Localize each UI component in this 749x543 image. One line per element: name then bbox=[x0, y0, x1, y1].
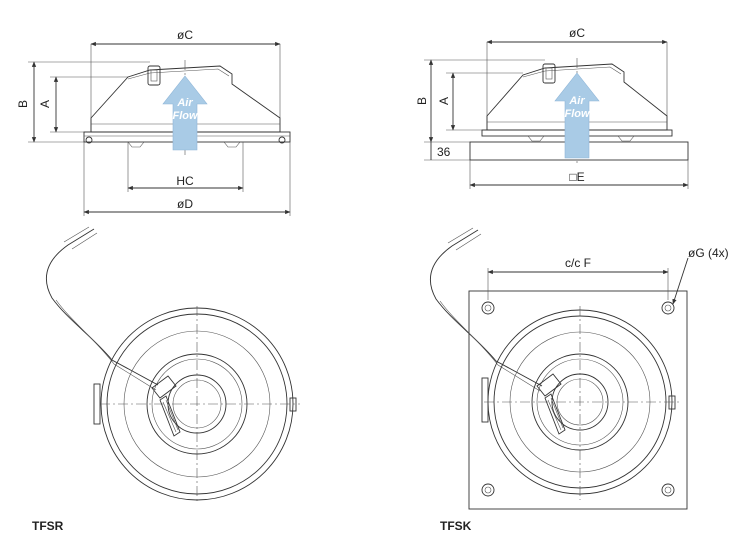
tfsk-square-e-label: □E bbox=[569, 170, 584, 184]
tfsr-hc-label: HC bbox=[176, 174, 194, 188]
tfsk-airflow-line2: Flow bbox=[564, 108, 590, 120]
tfsr-diameter-c-label: øC bbox=[177, 28, 193, 42]
tfsk-airflow-arrow bbox=[554, 72, 600, 159]
tfsk-dim-a-label: A bbox=[437, 97, 451, 105]
tfsk-side-view: øC B A 36 □E Air Flow bbox=[415, 26, 689, 189]
tfsk-diameter-c-label: øC bbox=[569, 26, 585, 40]
tfsr-airflow-line1: Air bbox=[176, 97, 193, 109]
tfsk-top-view: c/c F øG (4x) bbox=[429, 227, 729, 510]
tfsr-top-view bbox=[45, 226, 300, 502]
tfsr-dim-a-label: A bbox=[38, 100, 52, 108]
tfsr-dim-b-label: B bbox=[16, 100, 30, 108]
tfsk-cc-f-label: c/c F bbox=[565, 256, 591, 270]
tfsr-airflow-arrow bbox=[162, 75, 208, 151]
tfsk-dim-b-label: B bbox=[415, 97, 429, 105]
tfsr-side-view: øC B A HC øD Air bbox=[16, 28, 291, 216]
model-label-tfsk: TFSK bbox=[440, 519, 472, 533]
tfsk-airflow-line1: Air bbox=[568, 95, 585, 107]
tfsr-diameter-d-label: øD bbox=[177, 197, 193, 211]
tfsk-corner-holes bbox=[481, 301, 675, 497]
tfsk-hole-g-label: øG (4x) bbox=[688, 246, 729, 260]
tfsr-airflow-line2: Flow bbox=[172, 110, 198, 122]
tfsk-base-height-label: 36 bbox=[437, 145, 451, 159]
model-label-tfsr: TFSR bbox=[32, 519, 64, 533]
